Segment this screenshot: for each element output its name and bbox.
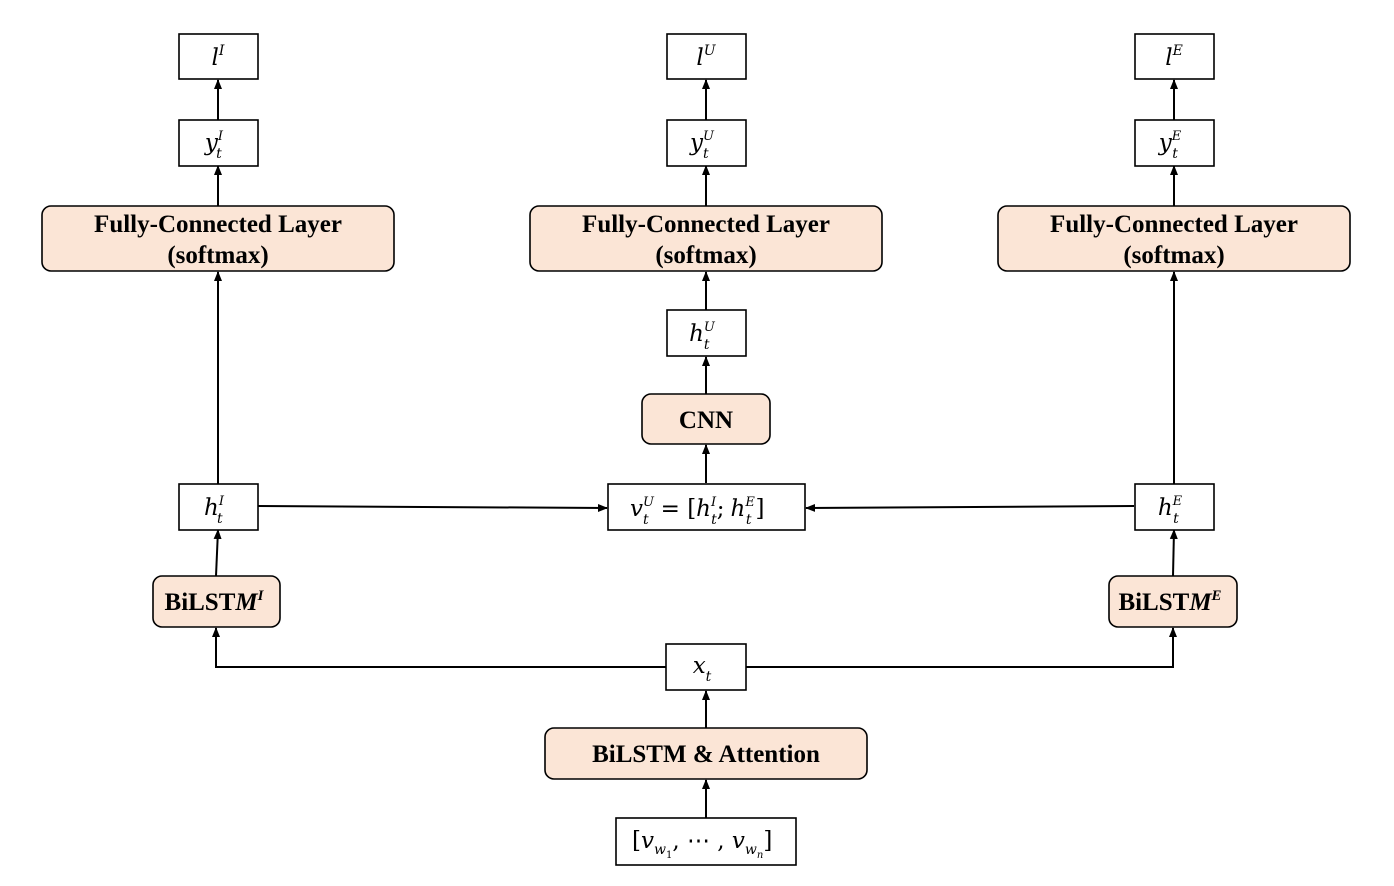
svg-text:BiLSTM & Attention: BiLSTM & Attention [592, 741, 820, 768]
svg-text:BiLSTME: BiLSTME [1118, 588, 1221, 616]
edge-hi-to-vu [257, 503, 608, 512]
shared-representation-node: xt [665, 643, 747, 691]
svg-text:(softmax): (softmax) [655, 242, 756, 269]
svg-text:Fully-Connected Layer: Fully-Connected Layer [94, 211, 342, 238]
loss-node-emotion: lE [1134, 33, 1215, 80]
svg-text:yIt: yIt [204, 129, 224, 162]
bilstm-block-intent: BiLSTMI [152, 575, 281, 628]
edge-xt-to-bilstm-e [746, 627, 1177, 668]
edge-bilstm-e-to-he [1169, 529, 1178, 577]
edges [212, 79, 1178, 818]
svg-text:yUt: yUt [689, 129, 715, 162]
svg-text:CNN: CNN [679, 407, 733, 434]
fc-layer-utterance: Fully-Connected Layer (softmax) [529, 205, 883, 272]
svg-text:hEt: hEt [1158, 494, 1183, 527]
svg-text:yEt: yEt [1158, 129, 1182, 162]
svg-text:[vw1, ⋯ , vwn]: [vw1, ⋯ , vwn] [632, 828, 772, 861]
input-word-vectors: [vw1, ⋯ , vwn] [615, 817, 797, 866]
svg-text:lU: lU [696, 43, 716, 71]
svg-text:hUt: hUt [689, 320, 716, 353]
fc-layer-intent: Fully-Connected Layer (softmax) [41, 205, 395, 272]
bilstm-block-emotion: BiLSTME [1108, 575, 1238, 628]
fc-layer-emotion: Fully-Connected Layer (softmax) [997, 205, 1351, 272]
svg-text:xt: xt [693, 653, 712, 685]
edge-he-to-vu [805, 503, 1135, 512]
loss-node-intent: lI [178, 33, 259, 80]
svg-text:vUt= [hIt;hEt]: vUt= [hIt;hEt] [630, 495, 764, 528]
svg-text:BiLSTMI: BiLSTMI [165, 588, 265, 616]
svg-text:Fully-Connected Layer: Fully-Connected Layer [1050, 211, 1298, 238]
edge-xt-to-bilstm-i [212, 627, 666, 668]
svg-text:hIt: hIt [204, 494, 225, 527]
svg-text:Fully-Connected Layer: Fully-Connected Layer [582, 211, 830, 238]
cnn-block: CNN [641, 393, 771, 445]
svg-text:lI: lI [212, 43, 225, 71]
edge-bilstm-i-to-hi [213, 529, 222, 577]
loss-node-utterance: lU [666, 33, 747, 80]
svg-text:lE: lE [1165, 43, 1183, 71]
svg-text:(softmax): (softmax) [167, 242, 268, 269]
bilstm-attention-block: BiLSTM & Attention [544, 727, 868, 780]
svg-text:(softmax): (softmax) [1123, 242, 1224, 269]
